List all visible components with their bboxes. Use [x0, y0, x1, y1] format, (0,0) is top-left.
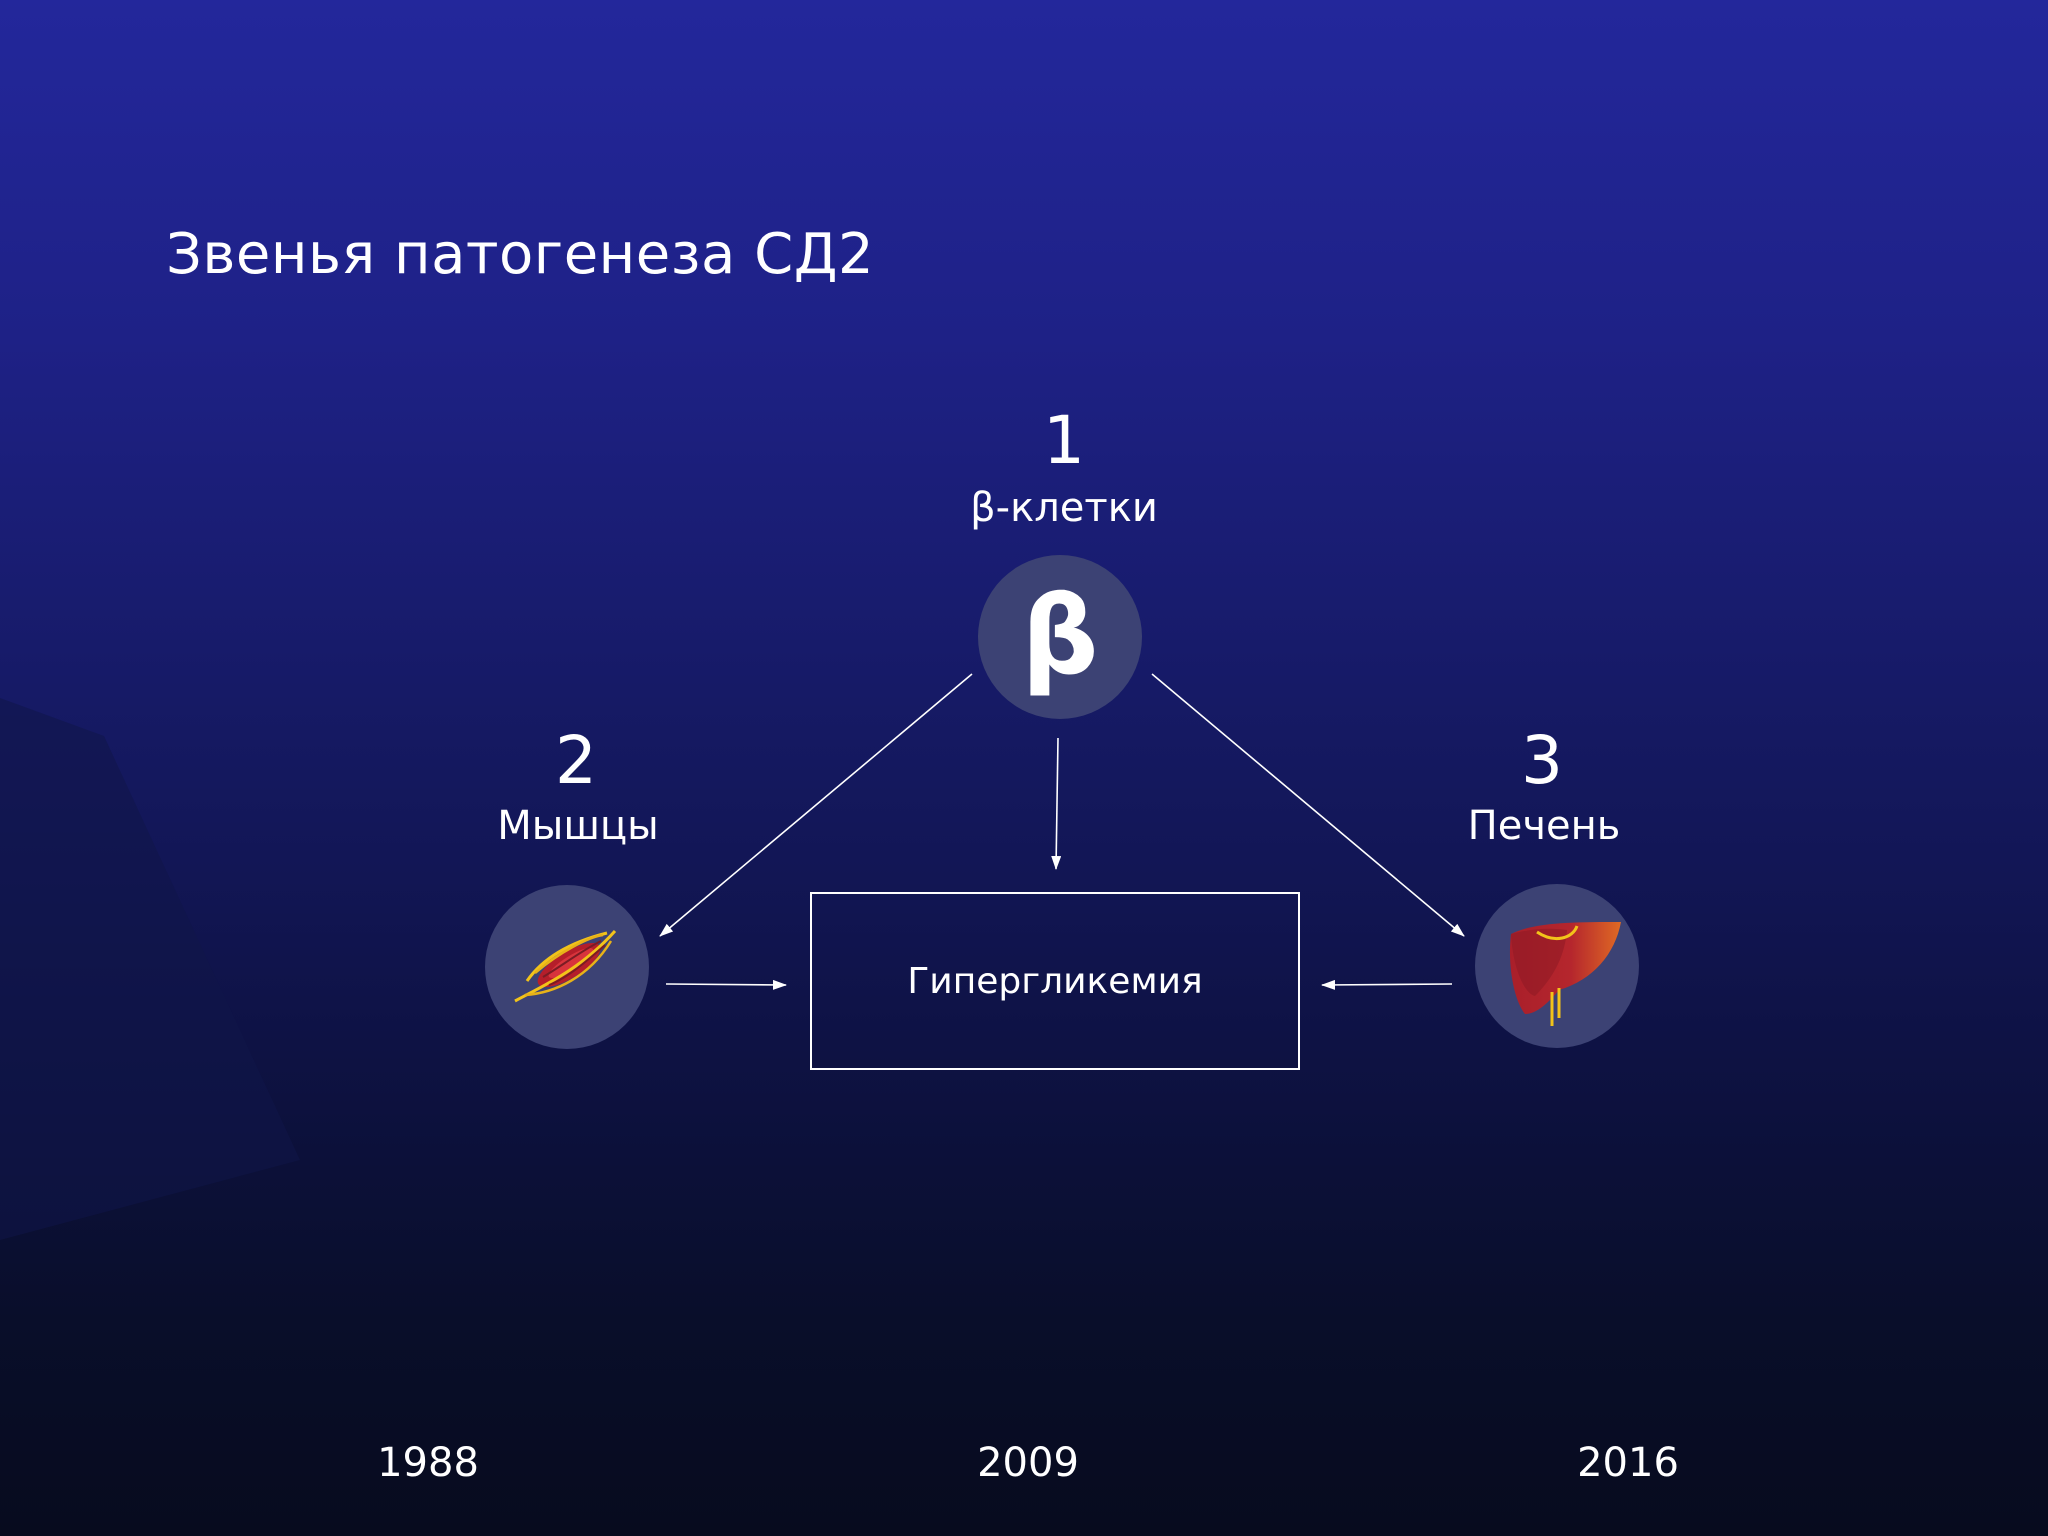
arrow-muscle-to-hyperglycemia — [665, 979, 787, 990]
liver-icon — [1509, 922, 1621, 1026]
slide-title: Звенья патогенеза СД2 — [166, 222, 875, 287]
beta-cells-circle: β — [978, 555, 1142, 719]
year-label-2009: 2009 — [977, 1440, 1079, 1486]
year-label-2016: 2016 — [1577, 1440, 1679, 1486]
beta-letter-icon: β — [1021, 574, 1099, 699]
node-label-muscles: Мышцы — [497, 803, 659, 849]
node-number-liver: 3 — [1521, 722, 1563, 799]
arrow-liver-to-hyperglycemia — [1321, 979, 1453, 990]
node-number-beta-cells: 1 — [1043, 402, 1085, 479]
hyperglycemia-box: Гипергликемия — [810, 892, 1300, 1070]
node-label-liver: Печень — [1467, 803, 1621, 849]
node-number-muscles: 2 — [555, 722, 597, 799]
muscle-icon — [514, 929, 617, 1003]
arrow-beta-to-hyperglycemia — [1051, 737, 1062, 870]
arrow-beta-to-muscle — [659, 673, 973, 937]
hyperglycemia-label: Гипергликемия — [907, 960, 1203, 1002]
node-label-beta-cells: β-клетки — [970, 485, 1158, 531]
liver-circle — [1475, 884, 1639, 1048]
muscles-circle — [485, 885, 649, 1049]
year-label-1988: 1988 — [377, 1440, 479, 1486]
arrow-beta-to-liver — [1151, 673, 1465, 937]
